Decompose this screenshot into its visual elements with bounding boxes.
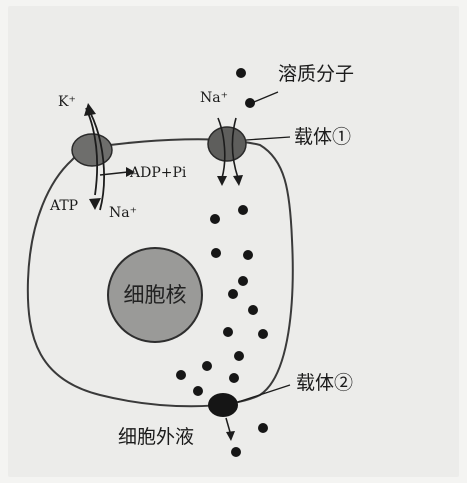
solute-molecule-dot [223,327,233,337]
solute-molecule-dot [243,250,253,260]
na-ion-channel-label: Na⁺ [200,90,228,106]
k-ion-label: K⁺ [58,94,76,110]
solute-molecule-dot [211,248,221,258]
solute-molecule-dot [258,329,268,339]
pump-protein [72,134,112,166]
solute-molecule-dot [231,447,241,457]
solute-molecule-dot [258,423,268,433]
solute-molecule-dot [176,370,186,380]
solute-molecule-dot [228,289,238,299]
solute-molecule-dot [245,98,255,108]
solute-molecule-dot [238,276,248,286]
carrier-2-label: 载体② [296,372,353,394]
solute-molecule-label: 溶质分子 [278,63,354,85]
solute-molecule-dot [193,386,203,396]
adp-pi-label: ADP+Pi [129,165,187,181]
atp-label: ATP [49,198,78,214]
solute-molecule-dot [210,214,220,224]
na-ion-pump-label: Na⁺ [109,205,137,221]
extracellular-fluid-label: 细胞外液 [118,426,194,448]
carrier-2-protein [208,393,238,417]
carrier-1-label: 载体① [294,126,351,148]
solute-molecule-dot [229,373,239,383]
solute-molecule-dot [248,305,258,315]
solute-molecule-dot [238,205,248,215]
solute-molecule-dot [202,361,212,371]
solute-molecule-dot [234,351,244,361]
nucleus-label: 细胞核 [124,283,187,307]
carrier-1-protein [208,127,246,161]
solute-molecule-dot [236,68,246,78]
